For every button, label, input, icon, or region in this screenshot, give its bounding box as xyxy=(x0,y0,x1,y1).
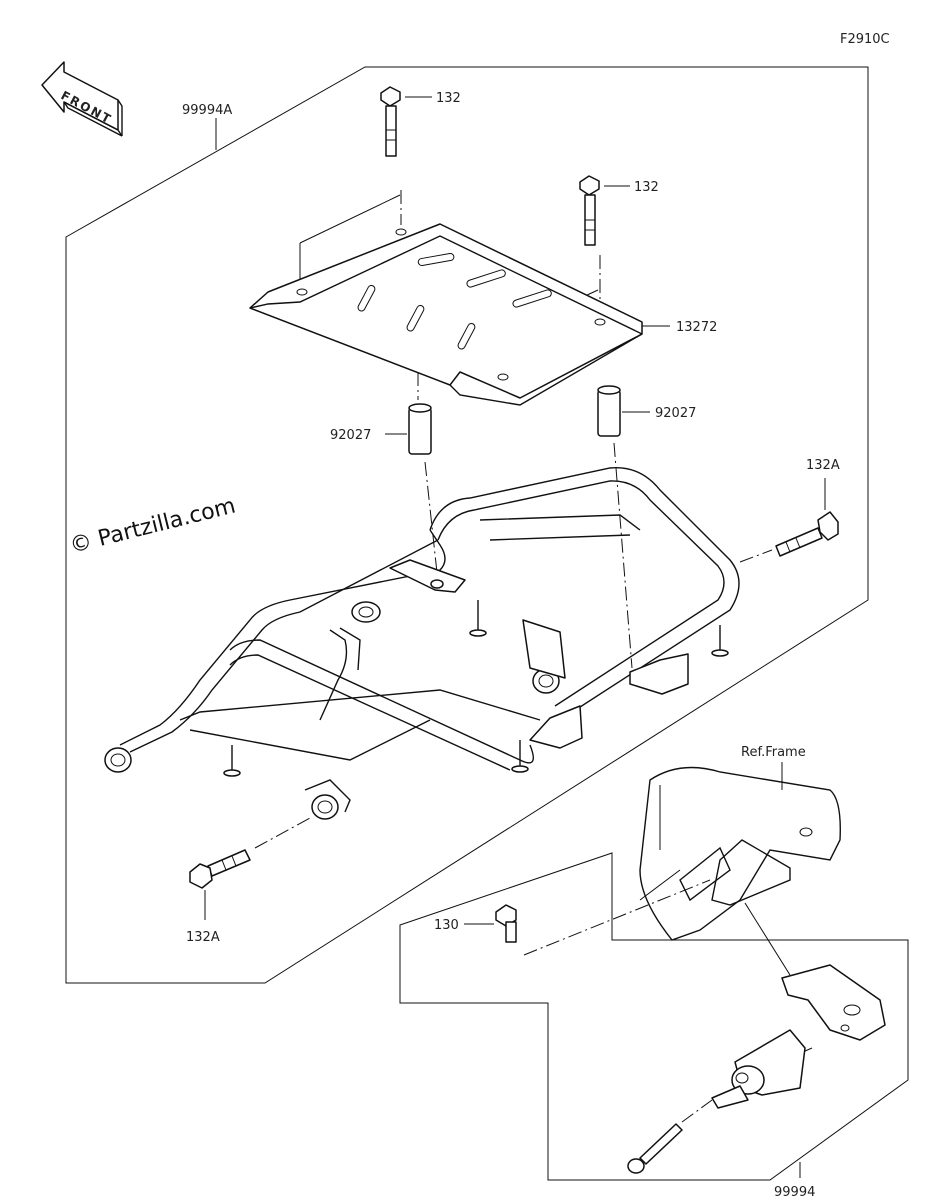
collar-92027-right: 92027 xyxy=(597,385,696,669)
bolt-132a-right: 132A xyxy=(739,458,840,563)
callout-collar-right: 92027 xyxy=(655,406,696,421)
collar-92027-left: 92027 xyxy=(330,372,439,583)
bolt-130: 130 xyxy=(434,879,711,956)
reference-frame xyxy=(639,766,841,941)
callout-bolt-right-side: 132A xyxy=(806,458,840,473)
carrier-rack xyxy=(104,466,740,820)
bolt-132-left: 132 xyxy=(380,86,461,225)
callout-bolt-top-left: 132 xyxy=(436,91,461,106)
kit-outline-main xyxy=(65,66,869,984)
bolt-132a-left: 132A xyxy=(186,817,311,945)
front-arrow-icon: FRONT xyxy=(41,61,123,137)
switch-bracket: 99994 xyxy=(627,902,886,1200)
callout-collar-left: 92027 xyxy=(330,428,371,443)
callout-bolt-small: 130 xyxy=(434,918,459,933)
watermark: © Partzilla.com xyxy=(67,493,238,558)
callout-plate: 13272 xyxy=(676,320,717,335)
kit-outline-bracket xyxy=(399,852,909,1181)
callout-kit-bracket: 99994 xyxy=(774,1185,815,1200)
bolt-132-right: 132 xyxy=(579,175,659,318)
diagram-code: F2910C xyxy=(840,32,890,47)
callout-bolt-left-side: 132A xyxy=(186,930,220,945)
ref-frame-label: Ref.Frame xyxy=(741,745,806,760)
callout-bolt-top-right: 132 xyxy=(634,180,659,195)
plate-13272: 13272 xyxy=(249,223,717,406)
callout-kit-main: 99994A xyxy=(182,103,232,118)
